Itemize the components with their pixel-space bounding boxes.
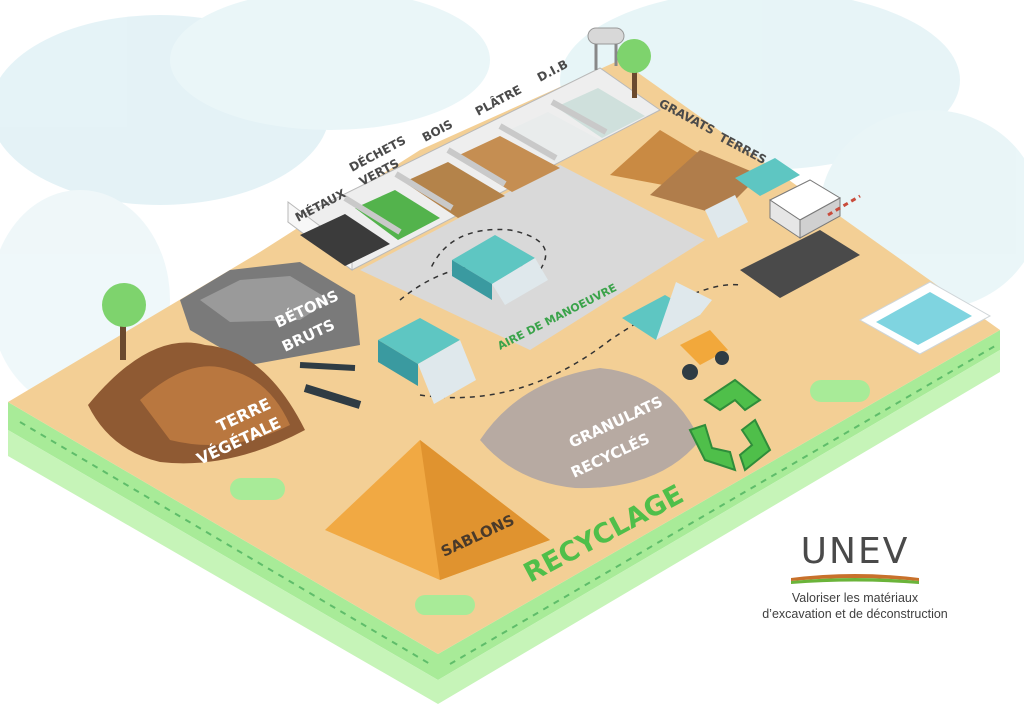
bushes <box>230 380 870 615</box>
truck-right <box>622 282 712 340</box>
brand-block: UNEV Valoriser les matériaux d’excavatio… <box>745 532 965 622</box>
tree-back <box>617 39 651 98</box>
granulats-recycles-pile <box>480 368 700 489</box>
silo <box>587 27 625 70</box>
loader <box>680 330 729 380</box>
brand-swoosh-icon <box>791 574 919 584</box>
brand-tagline-2: d’excavation et de déconstruction <box>762 607 948 621</box>
gatehouse <box>740 179 861 298</box>
grass-border <box>8 330 1000 704</box>
tree-left <box>102 283 146 360</box>
sablons-pile <box>325 440 550 580</box>
ground-platform <box>8 60 1000 654</box>
recycle-icon <box>688 378 772 472</box>
terre-vegetale-pile <box>88 342 305 464</box>
betons-bruts-pile <box>180 262 360 365</box>
conveyor <box>299 362 362 409</box>
truck-left <box>378 318 476 404</box>
storage-bays <box>287 67 661 271</box>
truck-center <box>452 235 548 305</box>
brand-logo-name: UNEV <box>800 531 910 572</box>
brand-tagline-1: Valoriser les matériaux <box>791 591 919 605</box>
truck-back <box>705 158 800 238</box>
water-basin <box>858 281 992 355</box>
